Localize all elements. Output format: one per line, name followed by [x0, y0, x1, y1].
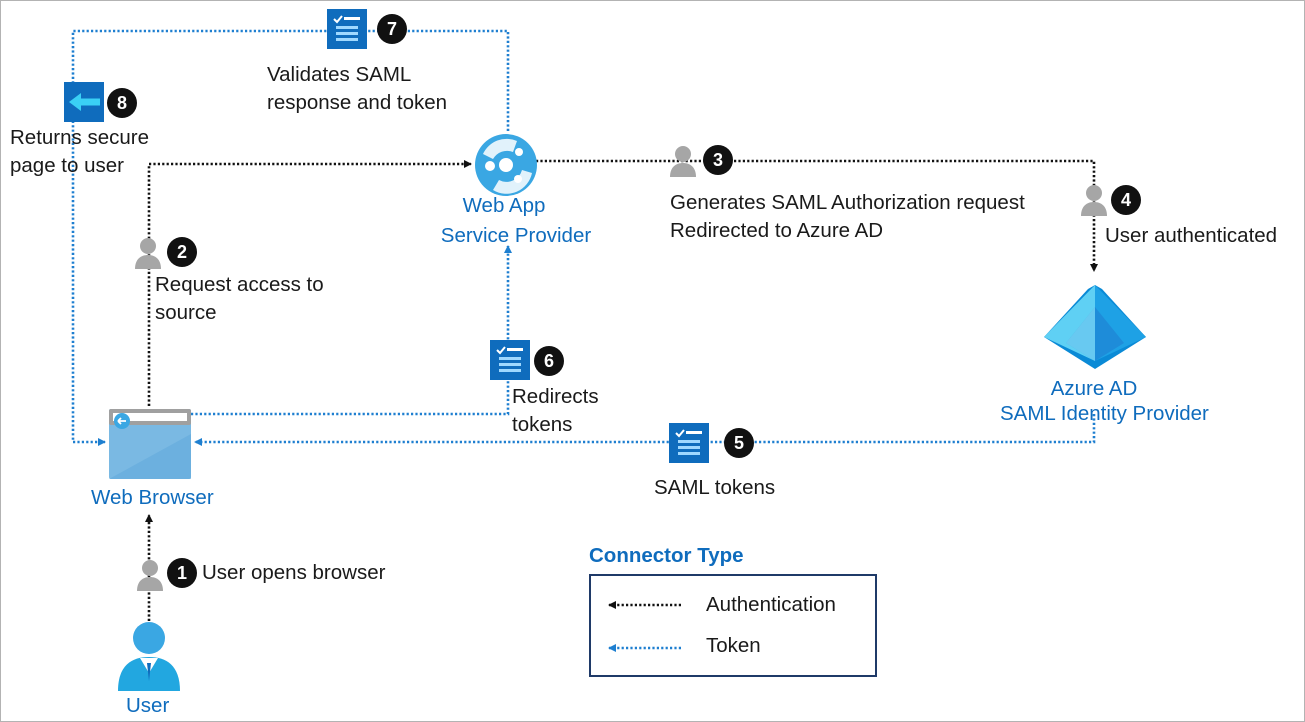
- step-2-label-line2: source: [155, 301, 217, 324]
- connector-azuread-to-browser: [194, 414, 1096, 446]
- step-7-label-line2: response and token: [267, 91, 448, 114]
- return-arrow-icon: [64, 82, 104, 122]
- token-doc-icon: [669, 423, 709, 463]
- connector-browser-to-webapp: [147, 160, 472, 406]
- step-4-badge: 4: [1111, 185, 1141, 215]
- step-5-badge: 5: [724, 428, 754, 458]
- step-4-label: User authenticated: [1105, 224, 1278, 247]
- step-5-label: SAML tokens: [654, 476, 776, 499]
- user-icon: [118, 622, 180, 691]
- user-title: User: [126, 694, 170, 717]
- step-2-badge: 2: [167, 237, 197, 267]
- azuread-title-line1: Azure AD: [1050, 377, 1138, 400]
- person-icon: [670, 146, 696, 177]
- azuread-title-line2: SAML Identity Provider: [1000, 402, 1209, 425]
- person-icon: [137, 560, 163, 591]
- connector-browser-to-webapp-token: [191, 245, 512, 416]
- webapp-title-line1: Web App: [462, 194, 546, 217]
- step-3-label-line2: Redirected to Azure AD: [670, 219, 884, 242]
- person-icon: [1081, 185, 1107, 216]
- step-6-badge: 6: [534, 346, 564, 376]
- legend-title: Connector Type: [589, 544, 744, 567]
- legend-token-label: Token: [706, 634, 761, 657]
- token-doc-icon: [490, 340, 530, 380]
- step-7-badge: 7: [377, 14, 407, 44]
- step-8-label-line2: page to user: [10, 154, 124, 177]
- browser-window-icon: [109, 409, 191, 479]
- app-service-icon: [475, 134, 537, 196]
- person-icon: [135, 238, 161, 269]
- step-2-label-line1: Request access to: [155, 273, 324, 296]
- step-6-label-line2: tokens: [512, 413, 573, 436]
- azure-ad-pyramid-icon: [1044, 285, 1146, 369]
- browser-title: Web Browser: [91, 486, 214, 509]
- token-doc-icon: [327, 9, 367, 49]
- step-1-badge: 1: [167, 558, 197, 588]
- legend-auth-label: Authentication: [706, 593, 836, 616]
- step-8-badge: 8: [107, 88, 137, 118]
- step-8-label-line1: Returns secure: [10, 126, 150, 149]
- step-1-label: User opens browser: [202, 561, 386, 584]
- step-7-label-line1: Validates SAML: [267, 63, 412, 86]
- legend-box: [589, 574, 877, 677]
- step-3-badge: 3: [703, 145, 733, 175]
- connector-webapp-return: [71, 29, 510, 446]
- webapp-title-line2: Service Provider: [440, 224, 592, 247]
- step-6-label-line1: Redirects: [512, 385, 599, 408]
- step-3-label-line1: Generates SAML Authorization request: [670, 191, 1025, 214]
